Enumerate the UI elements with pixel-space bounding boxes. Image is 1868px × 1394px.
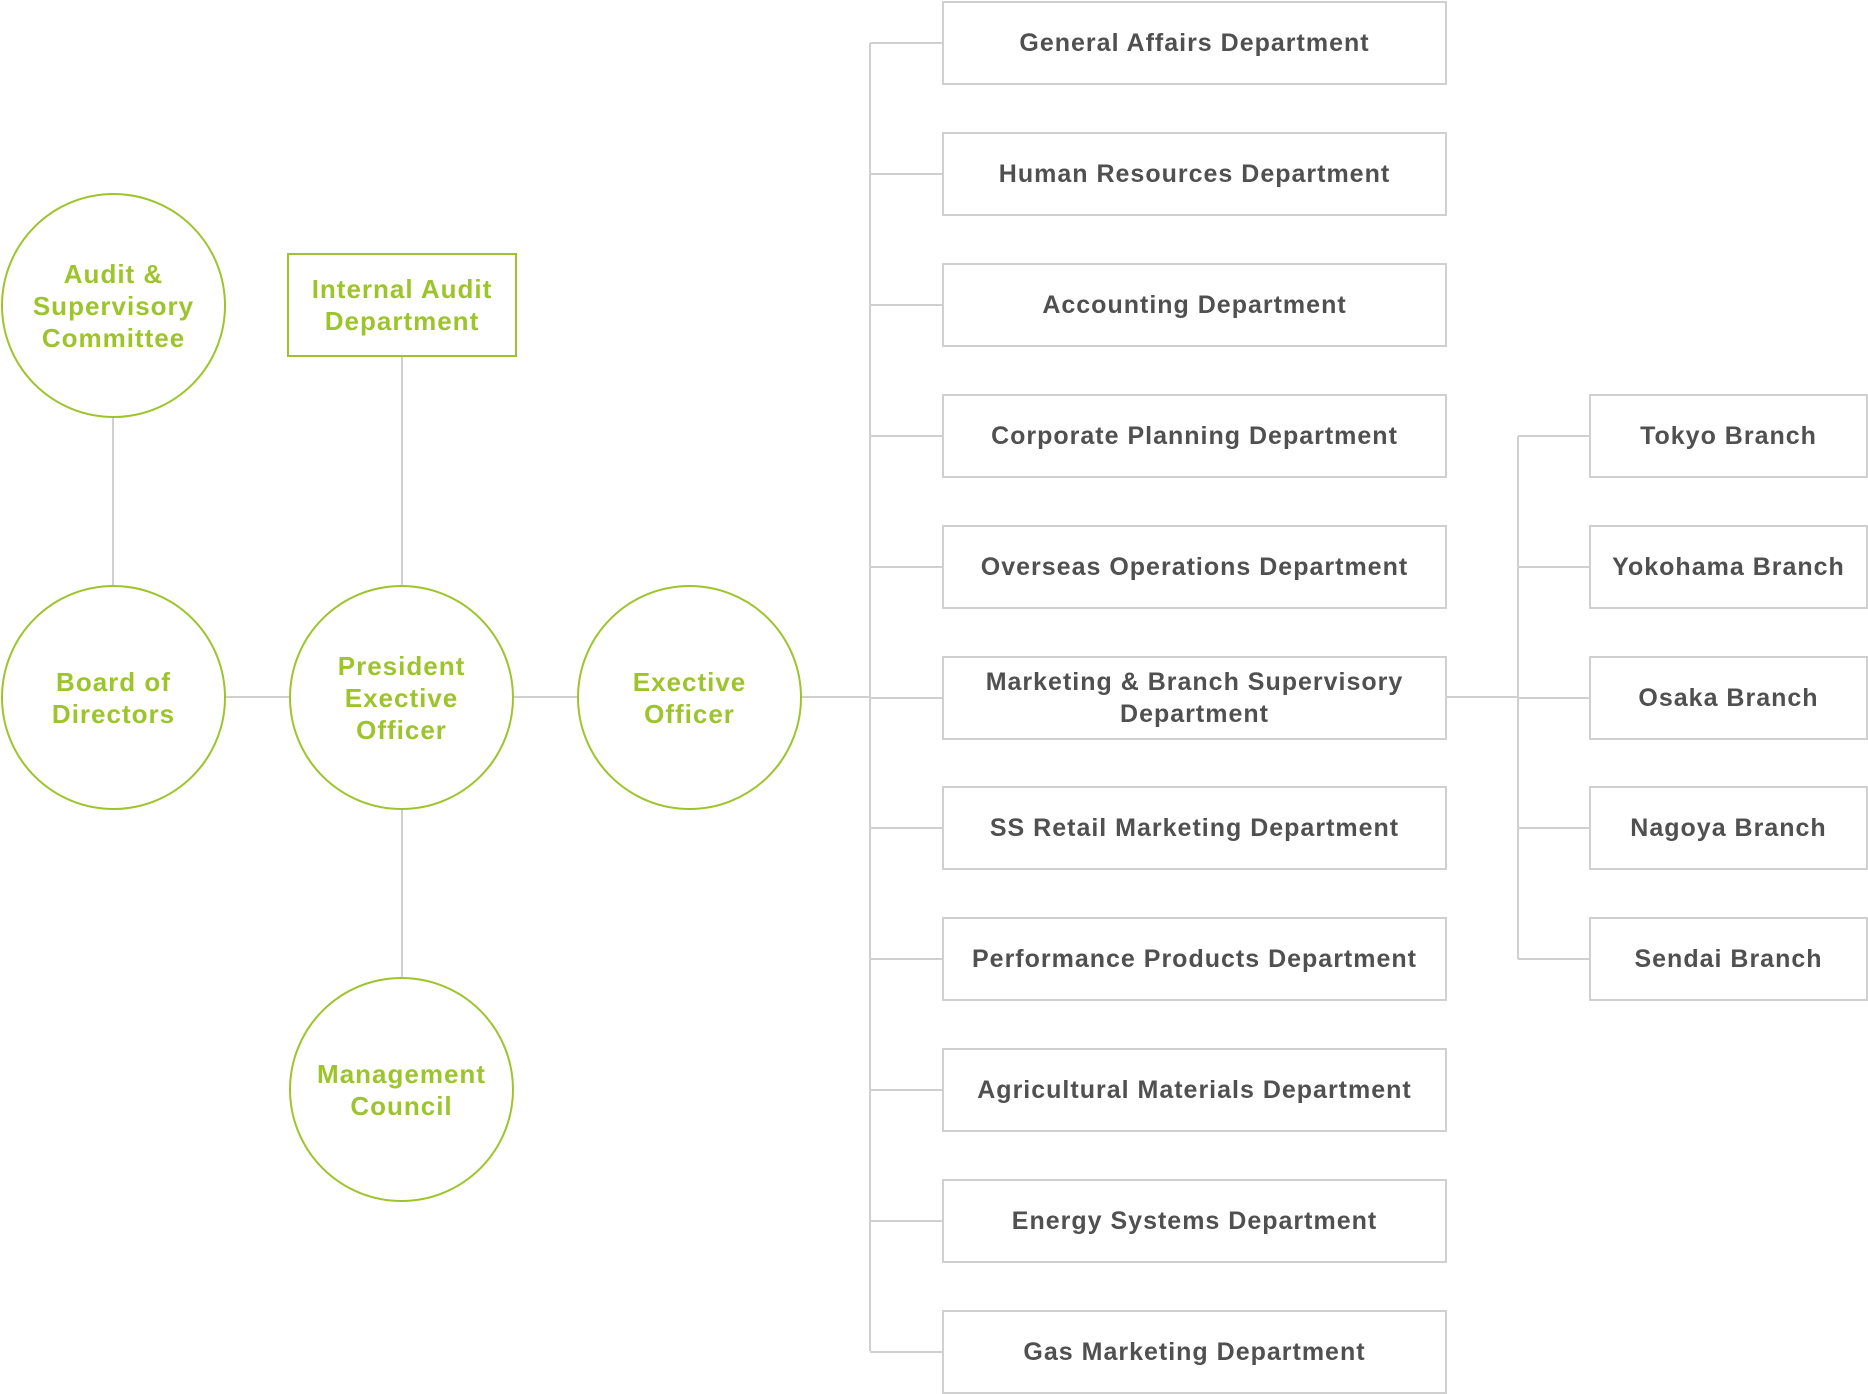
president-label: President Exective Officer	[337, 650, 466, 745]
department-label: Overseas Operations Department	[980, 553, 1409, 581]
department-label: Agricultural Materials Department	[977, 1076, 1412, 1104]
internal-audit-node: Internal Audit Department	[287, 253, 517, 357]
department-box: Human Resources Department	[942, 132, 1447, 216]
department-box: Corporate Planning Department	[942, 394, 1447, 478]
board-node: Board of Directors	[1, 585, 226, 810]
department-label: General Affairs Department	[1019, 29, 1370, 57]
branch-box: Osaka Branch	[1589, 656, 1868, 740]
department-box: General Affairs Department	[942, 1, 1447, 85]
department-box: Agricultural Materials Department	[942, 1048, 1447, 1132]
branch-box: Yokohama Branch	[1589, 525, 1868, 609]
branch-box: Nagoya Branch	[1589, 786, 1868, 870]
department-label: Gas Marketing Department	[1023, 1338, 1366, 1366]
audit-committee-label: Audit & Supervisory Committee	[32, 258, 195, 353]
branch-box: Tokyo Branch	[1589, 394, 1868, 478]
board-label: Board of Directors	[51, 666, 176, 729]
department-box: SS Retail Marketing Department	[942, 786, 1447, 870]
department-box: Accounting Department	[942, 263, 1447, 347]
branch-label: Nagoya Branch	[1630, 814, 1827, 842]
department-box: Energy Systems Department	[942, 1179, 1447, 1263]
department-box: Performance Products Department	[942, 917, 1447, 1001]
department-label: Accounting Department	[1042, 291, 1347, 319]
branch-label: Osaka Branch	[1638, 684, 1819, 712]
department-label: Corporate Planning Department	[991, 422, 1398, 450]
department-box: Marketing & Branch Supervisory Departmen…	[942, 656, 1447, 740]
executive-node: Exective Officer	[577, 585, 802, 810]
department-ticks	[870, 42, 942, 1353]
department-box: Overseas Operations Department	[942, 525, 1447, 609]
branch-box: Sendai Branch	[1589, 917, 1868, 1001]
department-label: SS Retail Marketing Department	[989, 814, 1400, 842]
management-council-label: Management Council	[317, 1058, 486, 1121]
department-label: Human Resources Department	[998, 160, 1391, 188]
department-label: Marketing & Branch Supervisory Departmen…	[985, 668, 1404, 728]
management-council-node: Management Council	[289, 977, 514, 1202]
branch-ticks	[1518, 435, 1589, 960]
department-box: Gas Marketing Department	[942, 1310, 1447, 1394]
branch-label: Yokohama Branch	[1612, 553, 1845, 581]
department-label: Energy Systems Department	[1011, 1207, 1378, 1235]
department-label: Performance Products Department	[971, 945, 1417, 973]
branch-label: Tokyo Branch	[1640, 422, 1817, 450]
president-node: President Exective Officer	[289, 585, 514, 810]
branch-label: Sendai Branch	[1634, 945, 1823, 973]
audit-committee-node: Audit & Supervisory Committee	[1, 193, 226, 418]
internal-audit-label: Internal Audit Department	[311, 274, 493, 336]
executive-label: Exective Officer	[632, 666, 747, 729]
